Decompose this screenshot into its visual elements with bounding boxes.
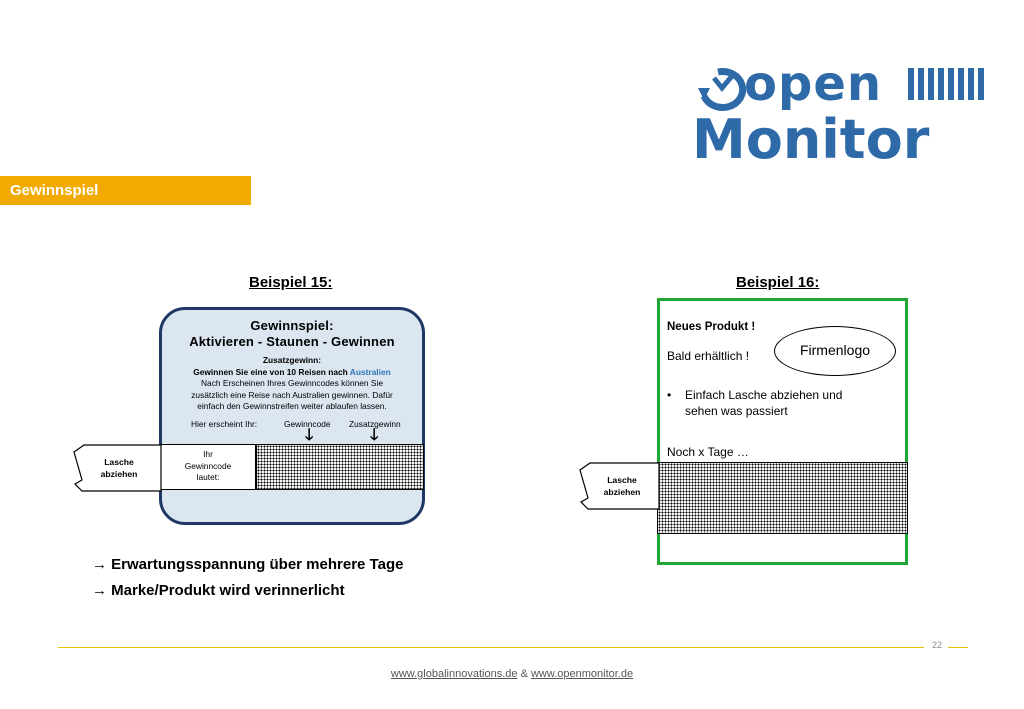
pull-tab-label: Lasche abziehen	[590, 474, 654, 498]
pull-tab-15[interactable]: Lasche abziehen	[72, 444, 162, 492]
openmonitor-logo: open Monitor	[690, 56, 990, 171]
footer-separator: &	[520, 668, 528, 680]
bullet-dot: •	[667, 388, 672, 402]
tab-line2: abziehen	[100, 469, 138, 479]
tab-line2: abziehen	[603, 487, 641, 497]
win-code-box: Ihr Gewinncode lautet:	[160, 444, 256, 490]
arrow-down-icon: 🡓	[370, 427, 379, 444]
pull-tab-shape	[579, 462, 660, 510]
openmonitor-logo-mark: open Monitor	[692, 56, 984, 171]
code-marker-label: Gewinncode	[284, 419, 331, 429]
pull-tab-16[interactable]: Lasche abziehen	[578, 462, 660, 510]
clock-refresh-icon	[700, 68, 747, 111]
bonus-headline: Gewinnen Sie eine von 10 Reisen nach Aus…	[165, 367, 419, 379]
tab-line1: Lasche	[104, 457, 134, 467]
appears-label: Hier erscheint Ihr:	[191, 419, 258, 429]
footer-divider	[58, 647, 924, 648]
example15-heading: Beispiel 15:	[249, 274, 333, 291]
bullet-text: Einfach Lasche abziehen und sehen was pa…	[685, 387, 842, 419]
coming-soon-text: Bald erhältlich !	[667, 349, 750, 363]
card-title-line2: Aktivieren - Staunen - Gewinnen	[189, 334, 395, 349]
company-logo-placeholder: Firmenlogo	[774, 326, 896, 376]
logo-word-bottom: Monitor	[692, 108, 930, 168]
conclusion-2: → Marke/Produkt wird verinnerlicht	[92, 582, 345, 599]
pull-tab-shape	[73, 444, 162, 492]
code-box-line2: Gewinncode	[184, 460, 232, 471]
signal-bars-icon	[908, 68, 984, 100]
example16-heading: Beispiel 16:	[736, 274, 820, 291]
example15-card-title: Gewinnspiel: Aktivieren - Staunen - Gewi…	[159, 318, 425, 350]
footer-links: www.globalinnovations.de & www.openmonit…	[0, 668, 1024, 680]
scratch-strip-15	[256, 444, 424, 490]
body-line3: einfach den Gewinnstreifen weiter ablauf…	[197, 401, 387, 411]
card-title-line1: Gewinnspiel:	[250, 318, 334, 333]
footer-link-globalinnovations[interactable]: www.globalinnovations.de	[390, 668, 518, 680]
countdown-text: Noch x Tage …	[667, 445, 749, 459]
footer-divider-right	[948, 647, 968, 648]
bonus-headline-prefix: Gewinnen Sie eine von 10 Reisen nach	[193, 366, 348, 377]
code-box-line3: lautet:	[196, 472, 220, 482]
arrow-down-icon: 🡓	[305, 427, 314, 444]
bonus-label: Zusatzgewinn:	[262, 355, 322, 365]
bonus-headline-highlight: Australien	[349, 366, 391, 377]
pull-tab-label: Lasche abziehen	[86, 456, 152, 480]
code-box-line1: Ihr	[203, 449, 213, 459]
page-number: 22	[931, 640, 942, 650]
body-line2: zusätzlich eine Reise nach Australien ge…	[191, 389, 393, 400]
new-product-text: Neues Produkt !	[667, 321, 756, 333]
scratch-strip-16	[657, 462, 908, 534]
logo-word-top: open	[744, 58, 882, 112]
conclusion-1: → Erwartungsspannung über mehrere Tage	[92, 556, 404, 573]
footer-link-openmonitor[interactable]: www.openmonitor.de	[530, 668, 634, 680]
bullet-line1: Einfach Lasche abziehen und	[685, 388, 843, 402]
tab-line1: Lasche	[607, 475, 637, 485]
body-line1: Nach Erscheinen Ihres Gewinncodes können…	[200, 378, 384, 388]
section-title-bar: Gewinnspiel	[0, 176, 251, 205]
example15-card-body: Zusatzgewinn: Gewinnen Sie eine von 10 R…	[165, 355, 419, 413]
bonus-marker-label: Zusatzgewinn	[349, 419, 401, 429]
bullet-line2: sehen was passiert	[685, 404, 788, 418]
